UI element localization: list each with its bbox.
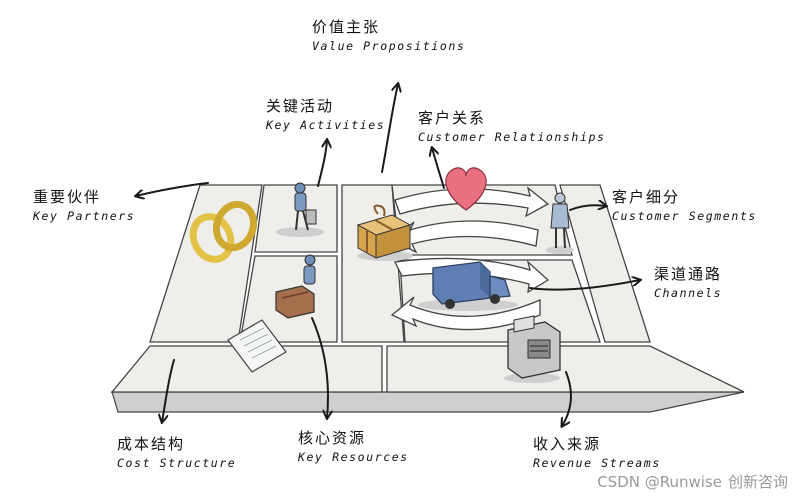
label-key-partners-zh: 重要伙伴 xyxy=(33,188,102,206)
label-customer-relationships: 客户关系 Customer Relationships xyxy=(418,111,606,144)
label-customer-segments-zh: 客户细分 xyxy=(612,188,681,206)
label-key-resources-en: Key Resources xyxy=(298,450,409,464)
label-customer-segments-en: Customer Segments xyxy=(612,209,757,223)
label-channels: 渠道通路 Channels xyxy=(654,267,722,300)
arrow-value-propositions xyxy=(381,84,398,173)
callout-arrows xyxy=(136,84,640,426)
panel-cost-structure xyxy=(110,345,383,393)
label-key-activities: 关键活动 Key Activities xyxy=(266,99,385,132)
label-cost-structure-zh: 成本结构 xyxy=(117,435,186,453)
label-customer-segments: 客户细分 Customer Segments xyxy=(612,190,757,223)
board-edge xyxy=(111,391,745,413)
watermark-left: CSDN @Runwise xyxy=(597,473,722,491)
label-revenue-streams: 收入来源 Revenue Streams xyxy=(533,437,661,470)
label-cost-structure-en: Cost Structure xyxy=(117,456,237,470)
arrow-key-activities xyxy=(317,140,327,187)
document-icon xyxy=(227,319,287,373)
watermark: CSDN @Runwise 创新咨询 xyxy=(597,471,788,492)
panel-customer-segments xyxy=(559,184,651,343)
arrow-customer-segments xyxy=(569,205,606,211)
label-customer-relationships-en: Customer Relationships xyxy=(418,130,606,144)
label-value-propositions: 价值主张 Value Propositions xyxy=(312,20,465,53)
label-channels-zh: 渠道通路 xyxy=(654,265,723,283)
truck-icon xyxy=(418,261,518,311)
arrow-revenue-streams xyxy=(562,371,572,426)
panel-revenue-streams xyxy=(386,345,745,393)
label-key-partners-en: Key Partners xyxy=(33,209,136,223)
label-value-propositions-zh: 价值主张 xyxy=(312,18,381,36)
label-key-resources: 核心资源 Key Resources xyxy=(298,431,409,464)
worker-figure-icon xyxy=(276,182,324,237)
gift-box-icon xyxy=(356,204,413,261)
heart-icon xyxy=(445,167,487,211)
label-key-partners: 重要伙伴 Key Partners xyxy=(33,190,135,223)
label-cost-structure: 成本结构 Cost Structure xyxy=(117,437,236,470)
label-revenue-streams-en: Revenue Streams xyxy=(533,456,661,470)
watermark-right: 创新咨询 xyxy=(727,473,788,491)
label-customer-relationships-zh: 客户关系 xyxy=(418,109,487,127)
label-value-propositions-en: Value Propositions xyxy=(312,39,466,53)
arrow-customer-relationships xyxy=(432,148,445,189)
arrow-key-partners xyxy=(136,182,209,196)
rings-icon xyxy=(189,200,258,263)
label-channels-en: Channels xyxy=(654,286,723,300)
label-key-activities-zh: 关键活动 xyxy=(266,97,335,115)
label-revenue-streams-zh: 收入来源 xyxy=(533,435,602,453)
arrow-key-resources xyxy=(311,317,328,418)
label-key-resources-zh: 核心资源 xyxy=(298,429,367,447)
arrow-channels xyxy=(529,280,640,291)
arrow-cost-structure xyxy=(162,359,175,422)
cash-register-icon xyxy=(504,315,561,383)
customer-figure-icon xyxy=(546,192,574,254)
label-key-activities-en: Key Activities xyxy=(266,118,386,132)
resource-figure-icon xyxy=(275,254,316,319)
